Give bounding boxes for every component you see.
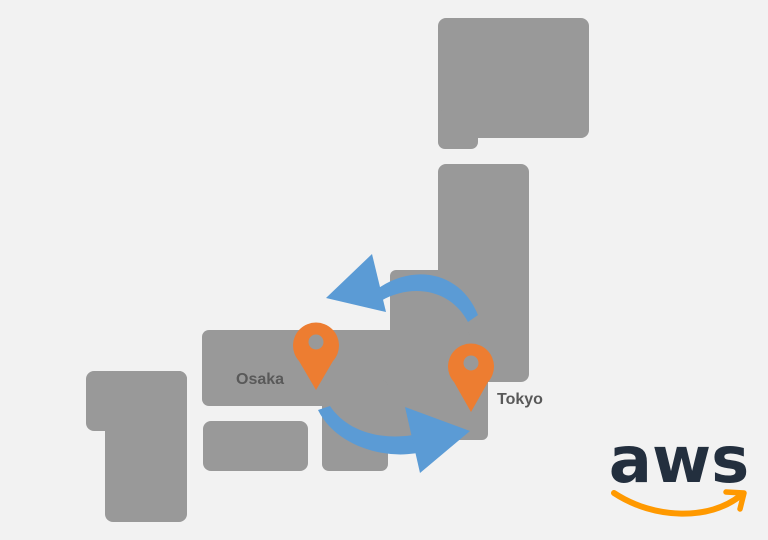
curved-arrow-icon-upper	[326, 254, 478, 322]
city-label-tokyo: Tokyo	[497, 391, 543, 408]
aws-logo: aws	[609, 424, 749, 517]
aws-logo-text: aws	[609, 424, 749, 498]
map-pin-icon-osaka	[293, 322, 339, 390]
amazon-smile-icon	[611, 489, 747, 517]
map-pin-icon-tokyo	[448, 343, 494, 412]
region-hokkaido	[438, 18, 589, 149]
city-label-osaka: Osaka	[236, 371, 284, 388]
region-shikoku	[203, 421, 308, 471]
curved-arrow-icon-lower	[318, 406, 470, 473]
region-kyushu	[86, 371, 187, 522]
